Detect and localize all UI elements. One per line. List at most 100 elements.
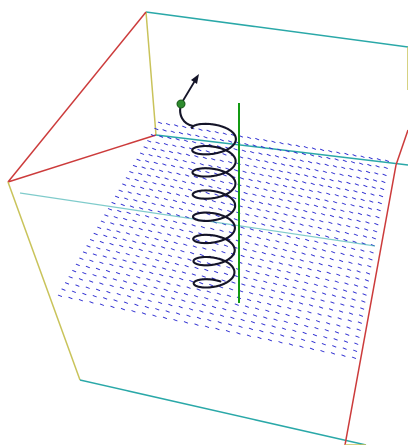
field-vector	[292, 286, 297, 289]
field-vector	[211, 305, 217, 309]
field-vector	[117, 209, 122, 213]
field-vector	[264, 160, 269, 163]
field-vector	[258, 152, 263, 155]
field-vector	[357, 263, 362, 266]
field-vector	[368, 258, 373, 261]
field-vector	[324, 163, 329, 167]
field-vector	[299, 259, 304, 262]
field-vector	[318, 262, 323, 266]
field-vector	[222, 132, 227, 135]
field-vector	[220, 201, 225, 205]
field-vector	[216, 292, 221, 296]
field-vector	[202, 247, 207, 250]
field-vector	[246, 185, 251, 188]
field-vector	[374, 222, 379, 226]
field-vector	[205, 170, 210, 174]
field-vector	[333, 287, 338, 290]
field-vector	[337, 266, 342, 270]
field-vector	[380, 187, 385, 191]
field-vector	[298, 302, 304, 305]
field-vector	[289, 300, 294, 303]
field-vector	[351, 247, 356, 251]
field-vector	[266, 238, 271, 241]
field-vector	[300, 295, 305, 298]
box-edge-front-right	[344, 164, 397, 445]
field-vector	[176, 172, 181, 176]
field-vector	[291, 186, 296, 189]
field-vector	[288, 264, 293, 267]
field-vector	[346, 326, 351, 329]
field-vector	[278, 198, 283, 201]
field-vector	[148, 250, 153, 254]
field-vector	[163, 142, 169, 146]
field-vector	[71, 290, 76, 294]
field-vector	[270, 289, 276, 292]
field-vector	[272, 161, 277, 165]
field-vector	[143, 180, 148, 183]
field-vector	[125, 177, 130, 180]
field-vector	[187, 258, 192, 261]
field-vector	[171, 297, 176, 300]
field-vector	[283, 213, 288, 216]
field-vector	[282, 184, 288, 188]
field-vector	[353, 284, 359, 287]
field-vector	[144, 235, 150, 239]
field-vector	[158, 252, 163, 256]
field-vector	[329, 257, 334, 261]
field-vector	[324, 329, 329, 332]
field-vector	[267, 302, 272, 306]
field-vector	[202, 156, 207, 160]
field-vector	[311, 147, 317, 150]
field-vector	[263, 245, 269, 248]
field-vector	[259, 258, 264, 262]
field-vector	[139, 269, 144, 273]
field-vector	[177, 256, 182, 259]
field-vector	[155, 258, 160, 262]
field-vector	[104, 214, 109, 217]
field-vector	[199, 253, 204, 257]
field-vector	[249, 291, 254, 295]
field-vector	[364, 228, 369, 231]
field-vector	[92, 294, 97, 298]
field-vector	[375, 165, 380, 168]
field-vector	[196, 169, 201, 172]
field-vector	[195, 134, 200, 138]
field-vector	[192, 140, 197, 144]
field-vector	[345, 333, 350, 336]
field-vector	[285, 206, 290, 210]
field-vector	[185, 174, 190, 177]
field-vector	[191, 161, 196, 165]
field-vector	[110, 222, 115, 225]
field-vector	[343, 195, 348, 199]
field-vector	[191, 224, 196, 227]
field-vector	[278, 262, 283, 265]
field-vector	[292, 214, 297, 218]
field-vector	[89, 301, 94, 304]
field-vector	[299, 345, 304, 348]
field-vector	[99, 261, 104, 265]
field-vector	[115, 251, 121, 254]
field-vector	[328, 308, 334, 311]
field-vector	[205, 191, 210, 195]
field-vector	[157, 155, 162, 158]
field-vector	[365, 272, 371, 275]
field-vector	[377, 201, 382, 205]
field-vector	[318, 155, 323, 158]
field-vector	[365, 221, 370, 224]
field-vector	[215, 214, 220, 218]
field-vector	[182, 180, 187, 184]
field-vector	[274, 183, 279, 186]
field-vector	[72, 269, 77, 273]
field-vector	[188, 167, 193, 171]
field-vector	[295, 144, 300, 148]
field-vector	[360, 155, 365, 158]
field-vector	[305, 238, 310, 242]
particle-sphere-icon[interactable]	[176, 99, 186, 109]
field-vector	[269, 260, 274, 263]
field-vector	[246, 334, 252, 337]
field-vector	[297, 309, 302, 312]
field-vector	[125, 232, 130, 235]
field-vector	[278, 169, 283, 173]
